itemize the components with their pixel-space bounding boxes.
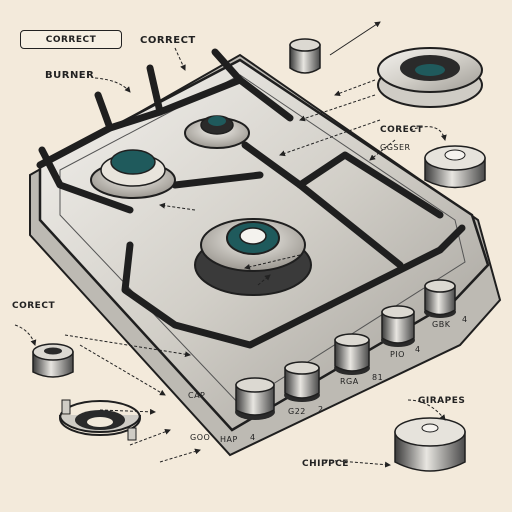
label-goo: GOO — [190, 433, 210, 442]
label-g22: G22 — [288, 407, 306, 416]
label-gbk: GBK — [432, 320, 451, 329]
part-ring-left — [59, 399, 141, 441]
label-burner: BURNER — [45, 70, 94, 81]
knob-4 — [381, 305, 415, 347]
label-corect-right: CORECT — [380, 125, 423, 135]
part-cap-bottom-right — [394, 417, 466, 472]
label-chippce: CHIPPCE — [302, 459, 349, 469]
label-girapes: GIRAPES — [418, 396, 465, 406]
knob-2 — [284, 361, 320, 402]
grate — [36, 48, 466, 349]
label-gasket: GGSER — [380, 143, 411, 152]
label-cap: CAP — [188, 391, 205, 400]
label-num-4b: 4 — [415, 345, 421, 354]
knob-5 — [424, 279, 456, 318]
burner-left — [90, 149, 176, 199]
part-cap-left — [32, 343, 74, 378]
part-cap-right — [424, 145, 486, 189]
label-corect-left: CORECT — [12, 301, 55, 311]
part-knob-top — [289, 38, 321, 74]
leader-lines — [14, 21, 447, 468]
burner-main — [194, 218, 312, 296]
correct-badge: CORRECT — [20, 30, 122, 49]
part-ring-top-right — [377, 47, 483, 108]
knob-1 — [235, 377, 275, 420]
label-num-81: 81 — [372, 373, 383, 382]
label-pio: PIO — [390, 350, 405, 359]
label-rga: RGA — [340, 377, 359, 386]
knob-3 — [334, 333, 370, 375]
label-hap: HAP — [220, 435, 238, 444]
label-num-4a: 4 — [250, 433, 256, 442]
label-correct-top: CORRECT — [140, 35, 196, 46]
burner-small — [184, 115, 250, 149]
label-num-2: 2 — [318, 405, 324, 414]
label-num-4c: 4 — [462, 315, 468, 324]
